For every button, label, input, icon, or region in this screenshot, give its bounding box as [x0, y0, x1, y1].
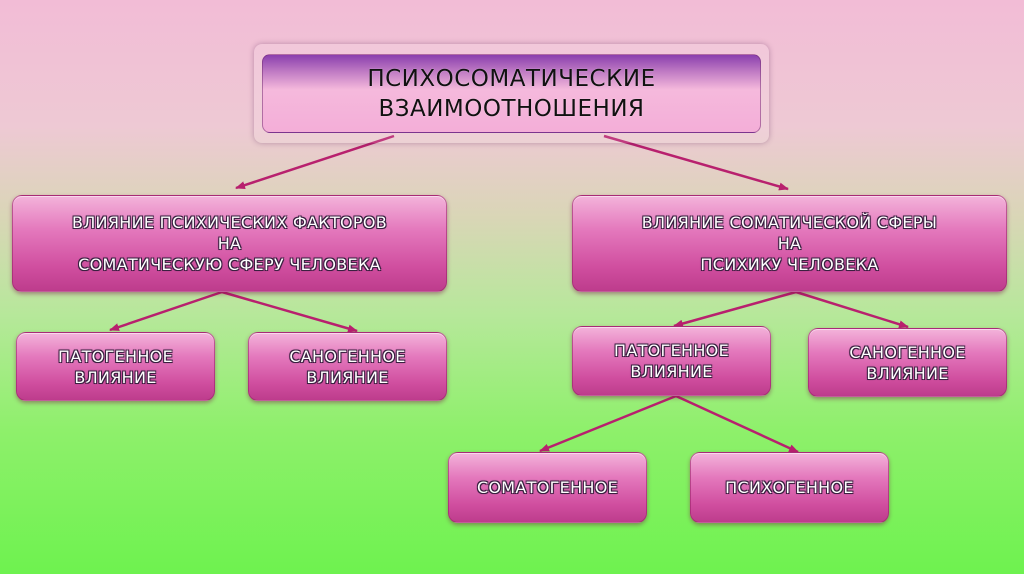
diagram-title: ПСИХОСОМАТИЧЕСКИЕ ВЗАИМООТНОШЕНИЯ	[367, 65, 656, 122]
right-pathogenic-box: ПАТОГЕННОЕ ВЛИЯНИЕ	[572, 326, 771, 396]
arrow-right-to-pathogenic	[673, 290, 797, 328]
left-sanogenic-box: САНОГЕННОЕ ВЛИЯНИЕ	[248, 332, 447, 401]
left-branch-box: ВЛИЯНИЕ ПСИХИЧЕСКИХ ФАКТОРОВ НА СОМАТИЧЕ…	[12, 195, 447, 292]
left-pathogenic-label: ПАТОГЕННОЕ ВЛИЯНИЕ	[58, 346, 173, 387]
left-branch-label: ВЛИЯНИЕ ПСИХИЧЕСКИХ ФАКТОРОВ НА СОМАТИЧЕ…	[71, 213, 388, 274]
somatogenic-label: СОМАТОГЕННОЕ	[476, 478, 619, 497]
right-branch-label: ВЛИЯНИЕ СОМАТИЧЕСКОЙ СФЕРЫ НА ПСИХИКУ ЧЕ…	[641, 213, 938, 274]
arrow-left-to-sanogenic	[221, 290, 358, 333]
arrow-pathogenic-to-psychogenic	[675, 394, 799, 454]
title-panel: ПСИХОСОМАТИЧЕСКИЕ ВЗАИМООТНОШЕНИЯ	[262, 54, 761, 133]
right-sanogenic-label: САНОГЕННОЕ ВЛИЯНИЕ	[849, 342, 966, 383]
psychogenic-box: ПСИХОГЕННОЕ	[690, 452, 889, 523]
right-sanogenic-box: САНОГЕННОЕ ВЛИЯНИЕ	[808, 328, 1007, 397]
title-box: ПСИХОСОМАТИЧЕСКИЕ ВЗАИМООТНОШЕНИЯ	[254, 44, 769, 143]
right-pathogenic-label: ПАТОГЕННОЕ ВЛИЯНИЕ	[614, 341, 729, 381]
psychogenic-label: ПСИХОГЕННОЕ	[725, 478, 854, 497]
left-pathogenic-box: ПАТОГЕННОЕ ВЛИЯНИЕ	[16, 332, 215, 401]
arrow-title-to-left	[235, 134, 395, 190]
somatogenic-box: СОМАТОГЕННОЕ	[448, 452, 647, 523]
arrow-title-to-right	[603, 134, 789, 191]
left-sanogenic-label: САНОГЕННОЕ ВЛИЯНИЕ	[289, 346, 406, 387]
arrow-right-to-sanogenic	[795, 290, 909, 329]
arrow-pathogenic-to-somatogenic	[539, 394, 677, 453]
arrow-left-to-pathogenic	[109, 290, 223, 332]
right-branch-box: ВЛИЯНИЕ СОМАТИЧЕСКОЙ СФЕРЫ НА ПСИХИКУ ЧЕ…	[572, 195, 1007, 292]
